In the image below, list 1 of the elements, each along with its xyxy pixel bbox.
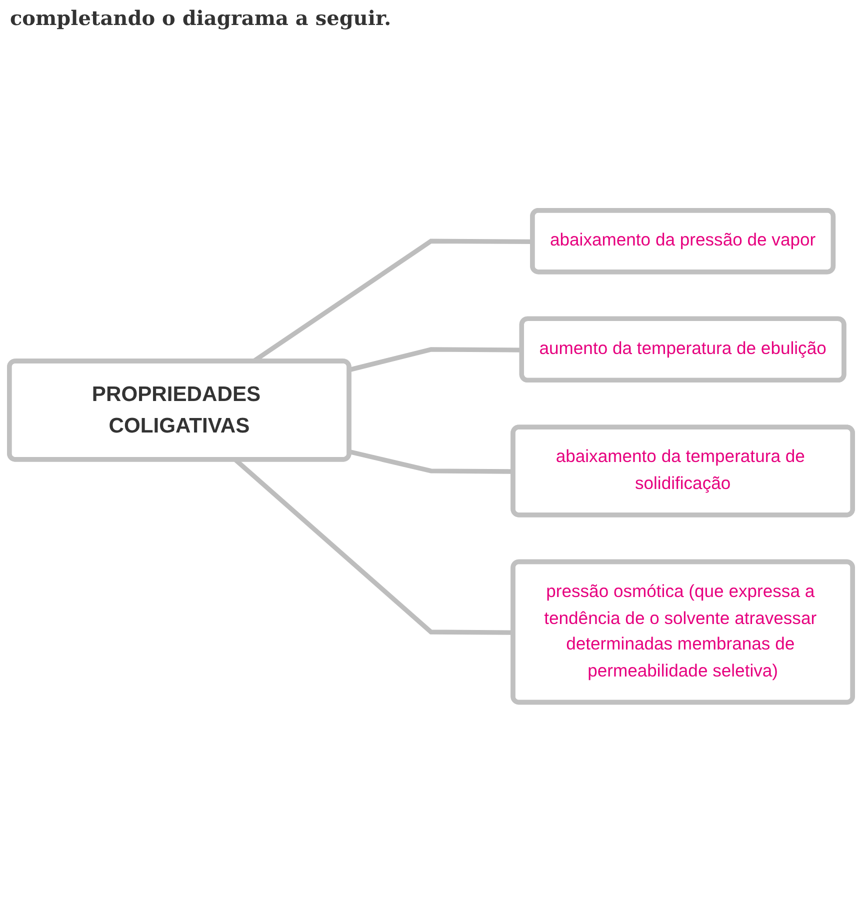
instruction-text: completando o diagrama a seguir. [10, 6, 392, 30]
